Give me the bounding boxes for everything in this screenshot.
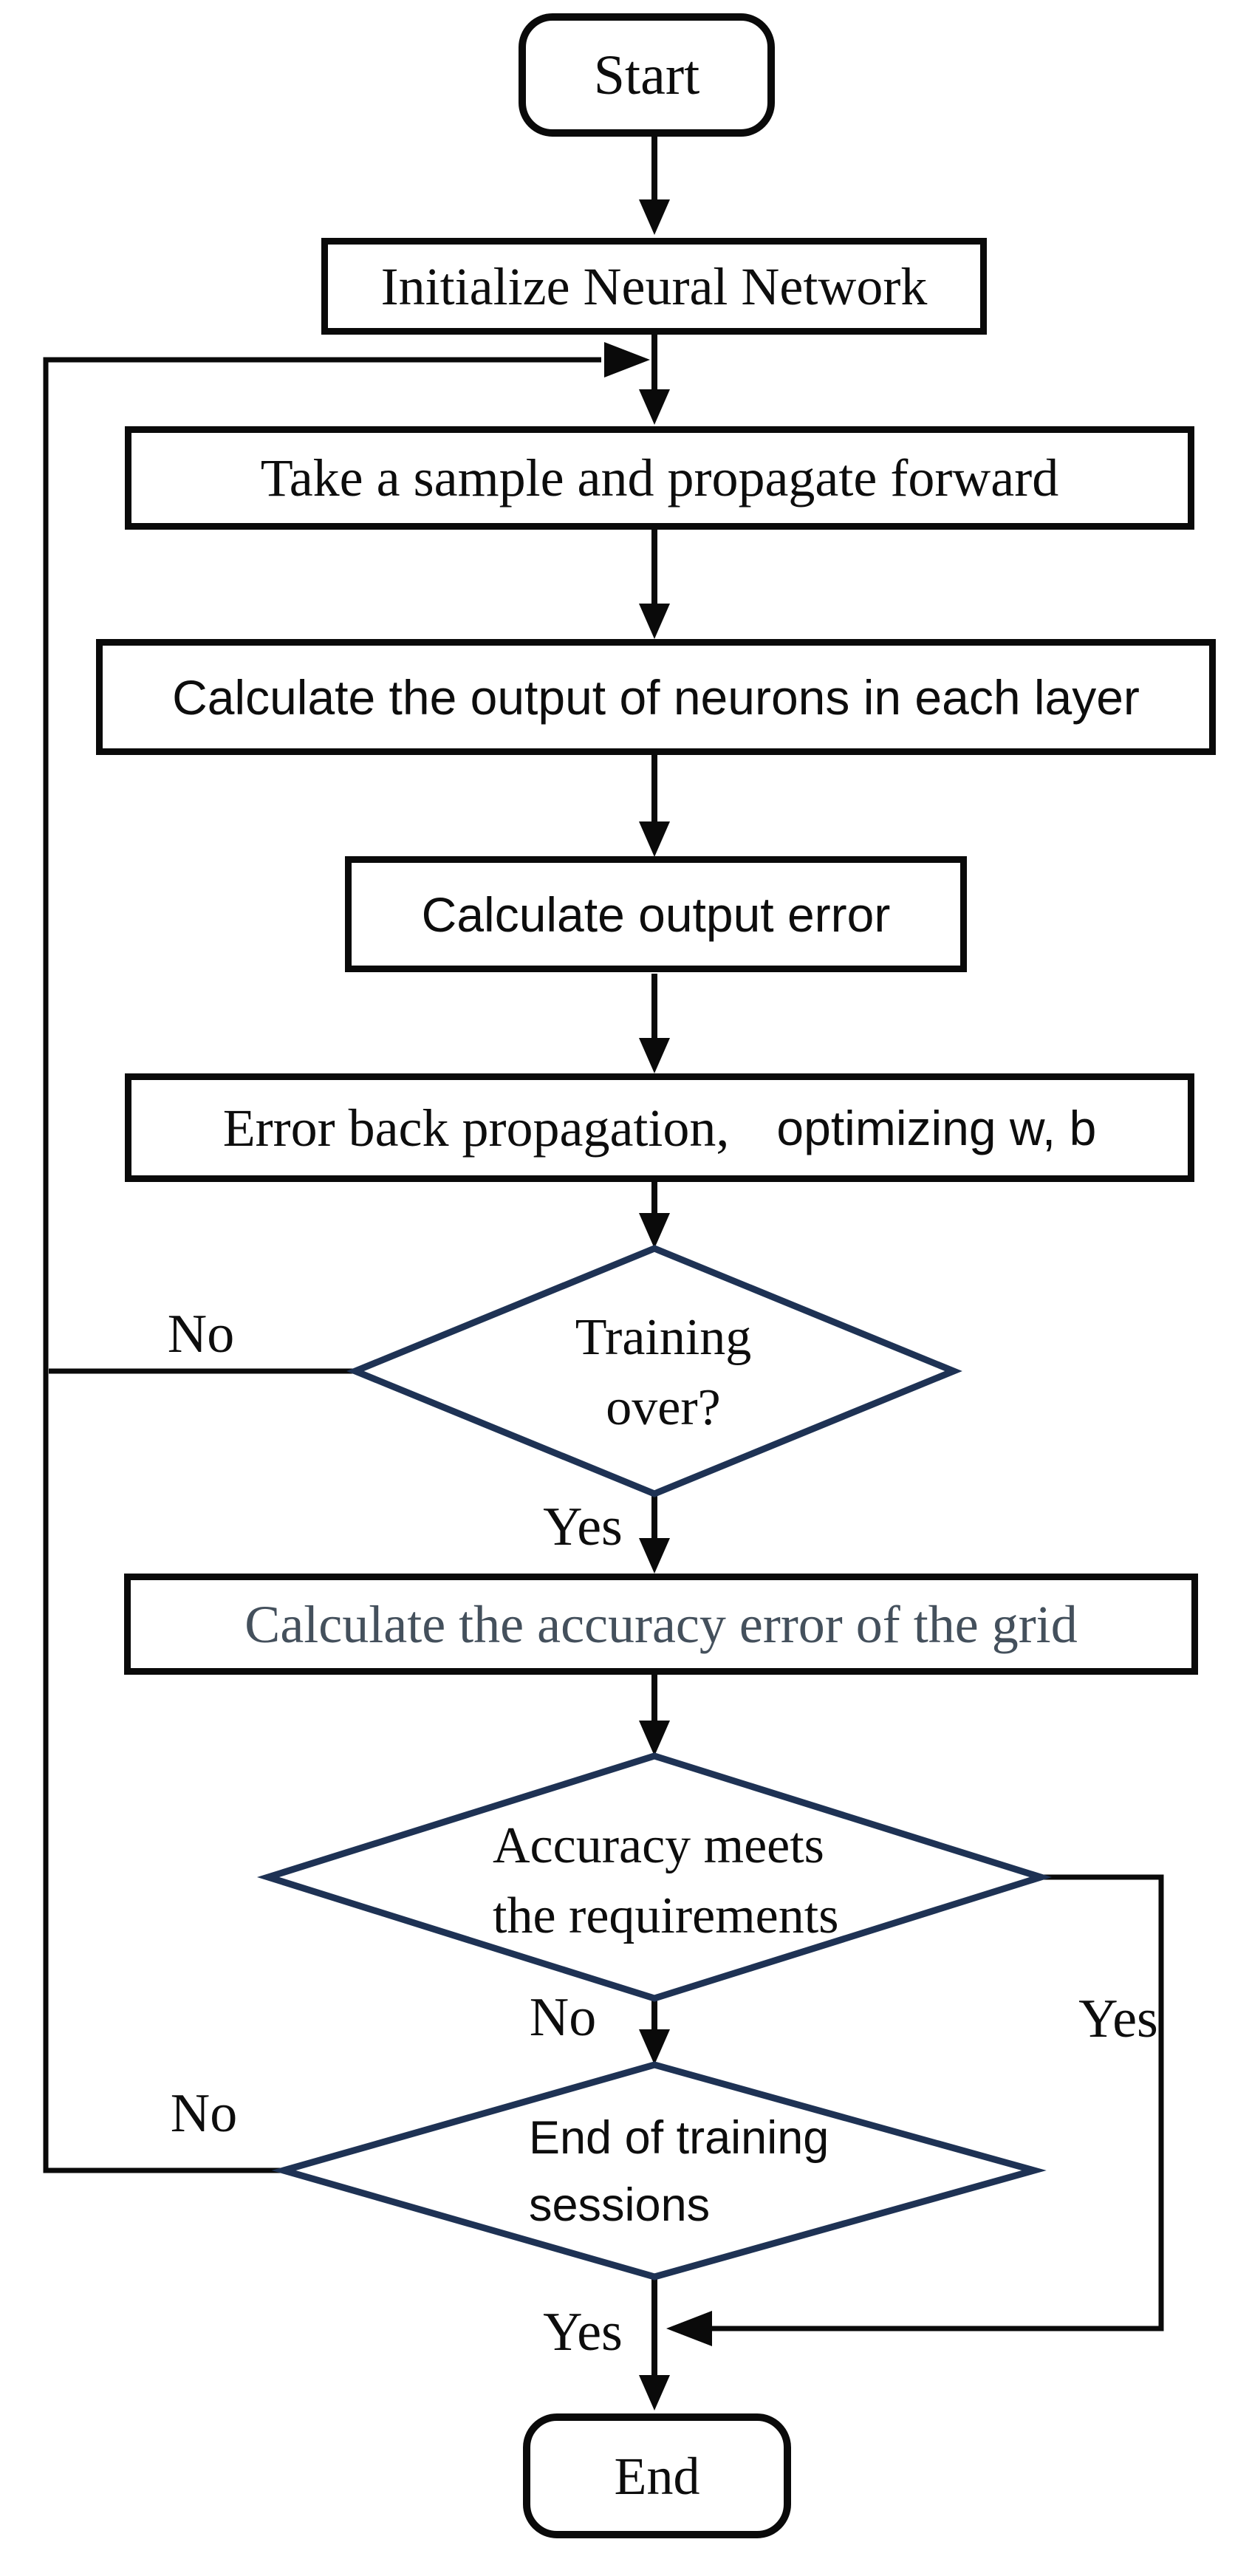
node-accuracy-meets-label: Accuracy meets the requirements [493,1811,838,1951]
connector-left-feedback-loop [43,357,601,2173]
diamond-training-over [346,1245,962,1497]
training-over-line2: over? [606,1379,721,1436]
edge-label-sessions-yes: Yes [543,2302,623,2363]
node-training-over-label: Training over? [575,1302,752,1443]
end-of-sessions-line2: sessions [529,2179,711,2231]
arrowhead-training-yes [639,1538,670,1574]
node-initialize: Initialize Neural Network [321,238,987,335]
accuracy-meets-line1: Accuracy meets [493,1817,824,1874]
node-backprop-label-serif: Error back propagation, [222,1098,730,1158]
node-end-of-sessions-label: End of training sessions [529,2105,829,2239]
edge-label-accuracy-no: No [529,1987,597,2048]
node-grid-accuracy-label: Calculate the accuracy error of the grid [244,1594,1078,1654]
node-take-sample-label: Take a sample and propagate forward [260,448,1059,508]
node-take-sample: Take a sample and propagate forward [125,426,1194,530]
arrowhead-sample-layer [639,604,670,639]
arrowhead-grid-accuracy [639,1721,670,1756]
node-output-error-label: Calculate output error [421,886,891,942]
node-initialize-label: Initialize Neural Network [380,256,928,316]
node-backprop-label-sans: optimizing w, b [776,1100,1097,1155]
node-layer-output: Calculate the output of neurons in each … [96,639,1216,755]
edge-label-accuracy-yes: Yes [1078,1989,1158,2049]
edge-label-training-yes: Yes [543,1497,623,1557]
end-of-sessions-line1: End of training [529,2112,829,2164]
node-output-error: Calculate output error [345,856,967,972]
edge-label-training-no: No [167,1304,235,1364]
arrowhead-error-backprop [639,1038,670,1073]
node-start: Start [519,13,775,137]
diamond-accuracy-meets [256,1752,1053,2002]
arrowhead-layer-error [639,821,670,857]
node-backprop: Error back propagation, optimizing w, b [125,1073,1194,1182]
node-end-label: End [614,2446,700,2506]
node-layer-output-label: Calculate the output of neurons in each … [172,669,1140,725]
diamond-end-of-sessions [271,2061,1047,2281]
training-over-line1: Training [575,1309,752,1366]
node-end: End [523,2413,791,2538]
arrowhead-start-initialize [639,199,670,235]
connector-accuracy-yes-loop [712,1874,1164,2331]
arrowhead-left-feedback-junction [604,342,650,377]
arrowhead-backprop-training [639,1213,670,1248]
arrowhead-accuracy-yes-junction [666,2311,712,2346]
accuracy-meets-line2: the requirements [493,1887,839,1944]
arrowhead-sessions-yes [639,2375,670,2411]
edge-label-sessions-no: No [170,2083,238,2144]
node-grid-accuracy: Calculate the accuracy error of the grid [124,1574,1198,1675]
node-start-label: Start [593,44,700,106]
arrowhead-initialize-sample [639,389,670,425]
arrowhead-accuracy-no [639,2029,670,2065]
